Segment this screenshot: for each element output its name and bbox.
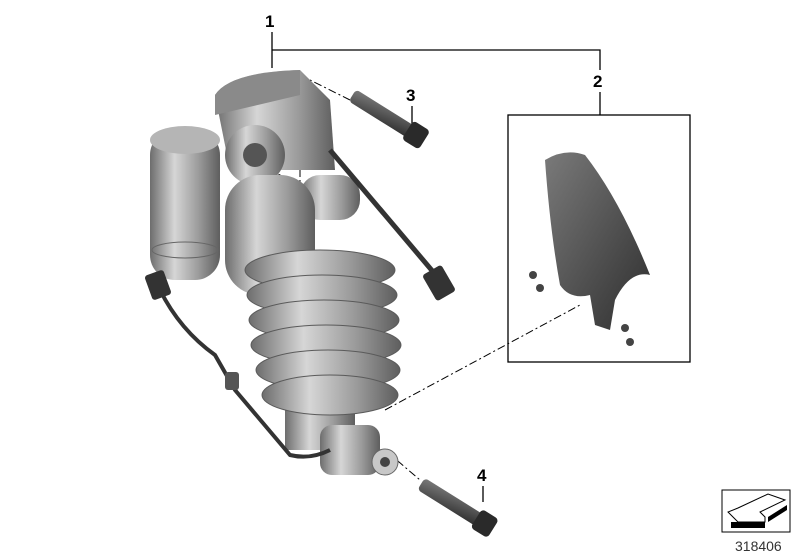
bolt-4 bbox=[418, 479, 498, 537]
fender-kit-box bbox=[507, 114, 691, 363]
orientation-arrow-icon bbox=[721, 489, 791, 533]
bolt-3 bbox=[350, 90, 429, 149]
callout-lines bbox=[271, 32, 601, 502]
reservoir bbox=[150, 126, 220, 280]
diagram-number: 318406 bbox=[735, 538, 782, 554]
fender bbox=[529, 152, 650, 346]
spring bbox=[244, 249, 402, 416]
callout-2: 2 bbox=[593, 72, 603, 91]
callout-1: 1 bbox=[265, 12, 275, 31]
callout-4: 4 bbox=[477, 466, 487, 485]
sensor-cable-right bbox=[328, 148, 455, 301]
lower-eye bbox=[320, 425, 399, 476]
callout-3: 3 bbox=[406, 86, 416, 105]
sensor-cable-left bbox=[145, 270, 331, 459]
adjuster-housing bbox=[215, 70, 360, 220]
